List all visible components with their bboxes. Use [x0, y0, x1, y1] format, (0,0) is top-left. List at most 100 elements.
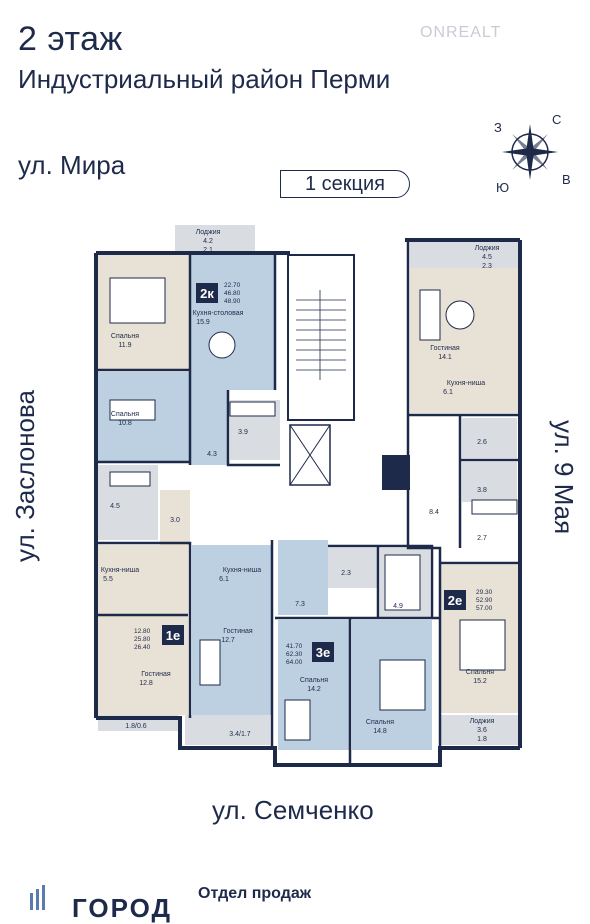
compass-s: Ю [496, 180, 509, 192]
area-1e-3: 26.40 [134, 644, 151, 651]
svg-text:10.8: 10.8 [118, 420, 132, 427]
staircase [287, 254, 355, 421]
area-3e-3: 64.00 [286, 659, 303, 666]
compass-n: С [552, 112, 561, 127]
area-2e-2: 52.90 [476, 597, 493, 604]
room-wc-23 [328, 548, 378, 588]
label-living-127: Гостиная [223, 628, 253, 635]
area-2k-3: 48.90 [224, 298, 241, 305]
room-hall-84 [410, 418, 460, 548]
floor-title: 2 этаж [18, 20, 123, 58]
label-balcony-sw: 1.8/0.6 [125, 723, 147, 730]
svg-text:14.2: 14.2 [307, 686, 321, 693]
street-west: ул. Заслонова [10, 390, 40, 562]
footer-brand: ГОРОД [72, 893, 173, 923]
label-kitchen-55: Кухня-ниша [101, 567, 139, 574]
area-3e-1: 41.70 [286, 643, 303, 650]
svg-text:12.7: 12.7 [221, 637, 235, 644]
label-bath-45: 4.5 [110, 503, 120, 510]
svg-text:4.5: 4.5 [482, 254, 492, 261]
street-east: ул. 9 Мая [549, 420, 579, 535]
label-bath-49: 4.9 [393, 603, 403, 610]
svg-text:15.9: 15.9 [196, 319, 210, 326]
label-balcony-s: 3.4/1.7 [229, 731, 251, 738]
area-1e-2: 25.80 [134, 636, 151, 643]
label-bedroom-152: Спальня [466, 669, 494, 676]
footer-sales: Отдел продаж [198, 885, 312, 902]
floor-plan: 2к 1е 3е 2е 22.70 46.80 48.90 12.80 25.8… [94, 225, 522, 767]
room-hall-30 [160, 490, 190, 545]
label-hall-84: 8.4 [429, 509, 439, 516]
elevator [289, 424, 331, 486]
svg-text:6.1: 6.1 [443, 389, 453, 396]
room-hall-73 [278, 540, 328, 615]
label-bath-26: 2.6 [477, 439, 487, 446]
room-kitchen-55 [98, 545, 188, 615]
room-kitchen-61e [410, 368, 520, 413]
area-2e-1: 29.30 [476, 589, 493, 596]
area-2e-3: 57.00 [476, 605, 493, 612]
room-bath-26 [462, 418, 517, 458]
label-living-128: Гостиная [141, 671, 171, 678]
svg-text:14.1: 14.1 [438, 354, 452, 361]
label-bath-38: 3.8 [477, 487, 487, 494]
room-loggia-nw [175, 225, 255, 255]
svg-text:4.2: 4.2 [203, 238, 213, 245]
label-kitchen-159: Кухня-столовая [193, 310, 244, 317]
svg-text:1.8: 1.8 [477, 736, 487, 743]
label-kitchen-61c: Кухня-ниша [223, 567, 261, 574]
svg-text:12.8: 12.8 [139, 680, 153, 687]
svg-text:5.5: 5.5 [103, 576, 113, 583]
room-loggia-ne [410, 240, 520, 268]
svg-text:2к: 2к [200, 286, 214, 301]
room-bath-38 [462, 462, 517, 502]
brand-logo-icon [30, 885, 45, 910]
room-kitchen-61c [192, 545, 272, 605]
shaft [382, 455, 410, 490]
area-3e-2: 62.30 [286, 651, 303, 658]
label-bedroom-142: Спальня [300, 677, 328, 684]
label-loggia-se: Лоджия [470, 718, 495, 725]
badge-2e: 2е [444, 590, 466, 610]
label-hall-73: 7.3 [295, 601, 305, 608]
street-north: ул. Мира [18, 150, 126, 180]
label-living-141: Гостиная [430, 345, 460, 352]
svg-text:11.9: 11.9 [118, 342, 131, 349]
street-south: ул. Семченко [212, 795, 374, 825]
label-loggia-ne: Лоджия [475, 245, 500, 252]
svg-text:3е: 3е [316, 645, 330, 660]
label-bath-39: 3.9 [238, 429, 248, 436]
area-2k-2: 46.80 [224, 290, 241, 297]
svg-text:2.1: 2.1 [203, 247, 213, 254]
label-bedroom-148: Спальня [366, 719, 394, 726]
label-bedroom-119: Спальня [111, 333, 139, 340]
district-title: Индустриальный район Перми [18, 64, 391, 94]
label-hall-43: 4.3 [207, 451, 217, 458]
room-hall-43 [190, 390, 228, 465]
room-balcony-s [185, 715, 270, 745]
area-1e-1: 12.80 [134, 628, 151, 635]
label-kitchen-61e: Кухня-ниша [447, 380, 485, 387]
room-loggia-se [440, 715, 518, 745]
badge-1e: 1е [162, 625, 184, 645]
label-loggia-nw: Лоджия [196, 229, 221, 236]
label-bedroom-108: Спальня [111, 411, 139, 418]
badge-2k: 2к [196, 283, 218, 303]
badge-3e: 3е [312, 642, 334, 662]
section-label: 1 секция [280, 170, 410, 198]
area-2k-1: 22.70 [224, 282, 241, 289]
label-wc-23: 2.3 [341, 570, 351, 577]
compass-w: З [494, 120, 502, 135]
label-hall-30: 3.0 [170, 517, 180, 524]
svg-text:3.6: 3.6 [477, 727, 487, 734]
compass-e: В [562, 172, 570, 187]
svg-text:15.2: 15.2 [473, 678, 487, 685]
svg-text:6.1: 6.1 [219, 576, 229, 583]
room-kitchen-159 [190, 255, 275, 390]
svg-text:14.8: 14.8 [373, 728, 387, 735]
svg-text:2е: 2е [448, 593, 462, 608]
watermark: ONREALT [420, 24, 502, 41]
svg-text:2.3: 2.3 [482, 263, 492, 270]
compass-rose-icon: З С В Ю [494, 112, 570, 192]
svg-text:1е: 1е [166, 628, 180, 643]
